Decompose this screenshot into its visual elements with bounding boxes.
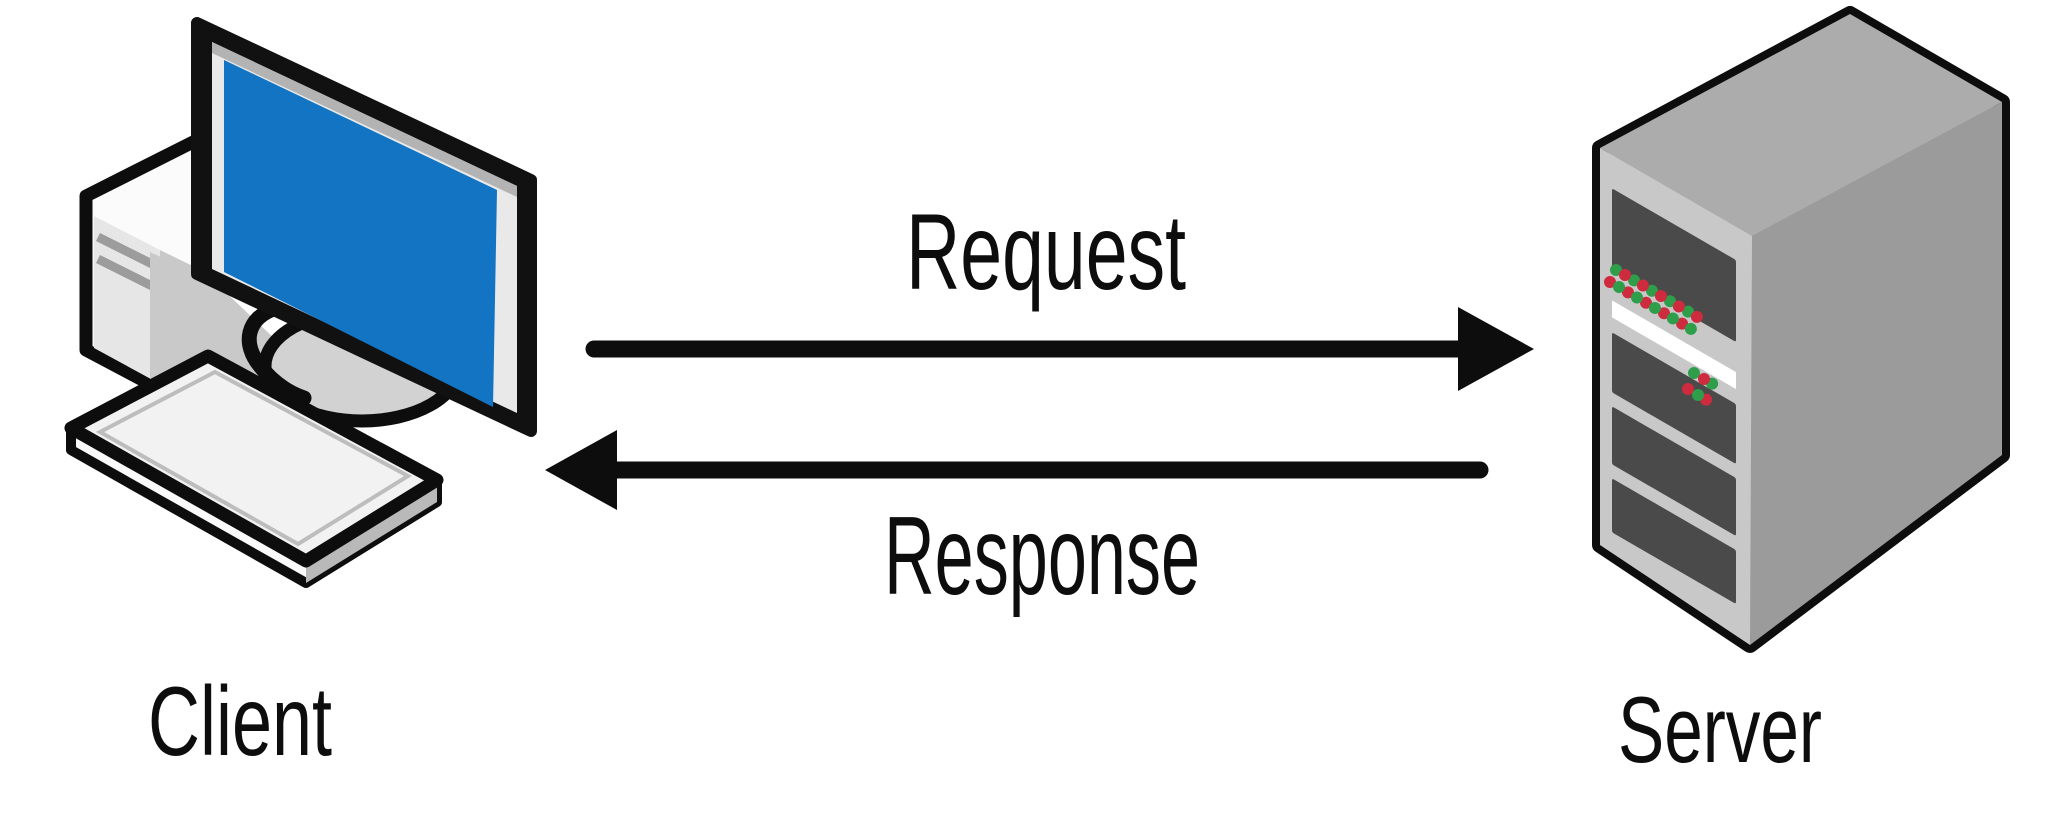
server-drive-bay (1612, 189, 1736, 342)
server-side-face (1750, 102, 2002, 645)
led-row-green (1610, 264, 1712, 328)
server-front-panel (1612, 189, 1736, 604)
response-arrowhead-left (545, 430, 617, 510)
server-label: Server (1618, 677, 1822, 782)
keyboard-top-face (64, 349, 444, 568)
led-row-red (1682, 383, 1730, 416)
led-row-green (1688, 367, 1736, 400)
response-label: Response (884, 494, 1200, 618)
request-label: Request (906, 191, 1186, 312)
server-led-cluster-main (1604, 264, 1712, 340)
led-row-green (1613, 281, 1697, 335)
server-top-face (1600, 14, 2002, 236)
request-arrow: Request (585, 191, 1534, 391)
client-label: Client (148, 666, 332, 776)
led-row-green (1692, 389, 1722, 411)
monitor-frame-bevel (212, 42, 517, 197)
client-keyboard (64, 349, 444, 588)
keyboard-key-area (95, 369, 412, 547)
request-arrowhead-right (1458, 307, 1534, 391)
client-computer-icon (64, 17, 537, 588)
server-tower-icon (1592, 6, 2010, 653)
tower-vent-slot (95, 254, 157, 292)
monitor-screen (224, 60, 497, 407)
led-row-red (1604, 276, 1706, 340)
led-row-red (1698, 373, 1728, 395)
server-drive-bay (1612, 407, 1736, 536)
response-arrow: Response (545, 430, 1489, 618)
server-drive-bay (1612, 479, 1736, 604)
server-drive-bay (1612, 333, 1736, 464)
led-row-red (1619, 269, 1703, 323)
server-led-cluster-small (1682, 367, 1736, 416)
client-monitor (191, 17, 537, 437)
tower-vent-slot (95, 232, 157, 270)
monitor-stand-neck (241, 300, 312, 406)
server-front-stripe (1612, 300, 1736, 390)
